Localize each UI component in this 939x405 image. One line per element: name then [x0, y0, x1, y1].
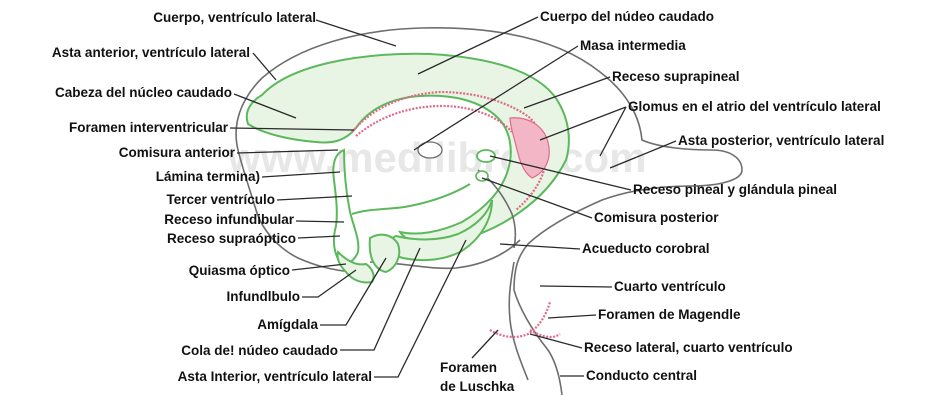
- label-tercer-ventriculo: Tercer ventrículo: [166, 192, 275, 207]
- label-receso-supraoptico: Receso supraóptico: [167, 231, 296, 246]
- label-amigdala: Amígdala: [257, 317, 318, 332]
- label-foramen-interventricular: Foramen interventricular: [69, 120, 229, 135]
- label-cuarto-ventriculo: Cuarto ventrículo: [614, 279, 726, 294]
- label-comisura-anterior: Comisura anterior: [119, 145, 236, 160]
- watermark: www.medilibros.com: [227, 134, 647, 181]
- third-ventricle-floor: [352, 184, 470, 214]
- amygdala-region: [370, 235, 400, 272]
- label-infundibulo: Infundlbulo: [227, 289, 300, 304]
- label-cuerpo-nucleo-caudado: Cuerpo del núdeo caudado: [540, 9, 714, 24]
- label-asta-anterior: Asta anterior, ventrículo lateral: [52, 45, 250, 60]
- massa-intermedia: [418, 142, 442, 158]
- label-lamina-terminal: Lámina termina): [156, 169, 260, 184]
- label-foramen-luschka-line1: Foramen: [440, 360, 497, 375]
- label-conducto-central: Conducto central: [586, 368, 697, 383]
- label-cabeza-caudado: Cabeza del núcleo caudado: [55, 85, 232, 100]
- label-cuerpo-ventriculo-lateral: Cuerpo, ventrículo lateral: [153, 10, 316, 25]
- label-receso-lateral: Receso lateral, cuarto ventrículo: [584, 340, 793, 355]
- label-receso-pineal: Receso pineal y glándula pineal: [633, 182, 837, 197]
- label-foramen-luschka-line2: de Luschka: [440, 379, 515, 394]
- label-receso-infundibular: Receso infundibular: [164, 212, 295, 227]
- label-cola-caudado: Cola de! núdeo caudado: [181, 343, 338, 358]
- label-acueducto: Acueducto corobral: [582, 241, 710, 256]
- label-masa-intermedia: Masa intermedia: [580, 38, 686, 53]
- brainstem-outline: [509, 262, 528, 380]
- label-comisura-posterior: Comisura posterior: [594, 210, 719, 225]
- label-receso-suprapineal: Receso suprapineal: [612, 69, 740, 84]
- label-asta-posterior: Asta posterior, ventrículo lateral: [678, 133, 884, 148]
- label-asta-inferior: Asta Interior, ventrículo lateral: [178, 369, 372, 384]
- label-quiasma-optico: Quiasma óptico: [189, 263, 290, 278]
- label-foramen-magendie: Foramen de Magendle: [598, 307, 741, 322]
- label-glomus: Glomus en el atrio del ventrículo latera…: [628, 99, 881, 114]
